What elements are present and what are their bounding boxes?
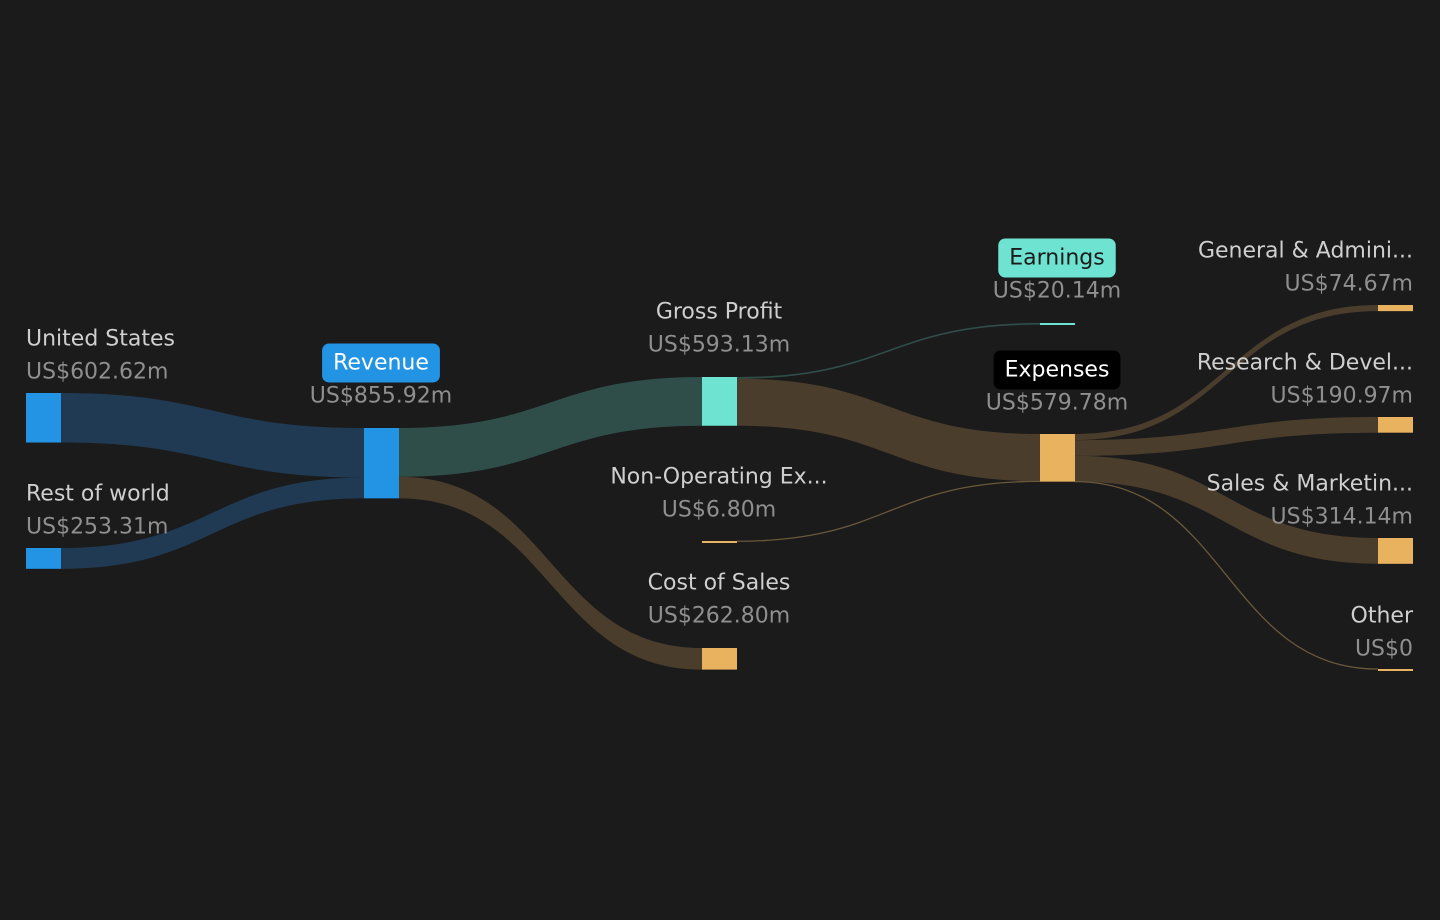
node-expenses[interactable]: [1040, 434, 1075, 482]
link-non_operating-to-expenses: [736, 480, 1041, 542]
node-non_operating[interactable]: [702, 541, 737, 543]
node-value-gross_profit: US$593.13m: [648, 333, 790, 358]
node-name-non_operating: Non-Operating Ex...: [610, 465, 827, 490]
node-name-other: Other: [1351, 604, 1414, 629]
node-value-other: US$0: [1355, 637, 1413, 662]
node-value-sales_marketing: US$314.14m: [1271, 505, 1413, 530]
node-label-sales_marketing: Sales & Marketin... US$314.14m: [1207, 472, 1413, 530]
node-us[interactable]: [26, 393, 61, 443]
node-earnings[interactable]: [1040, 323, 1075, 325]
node-value-non_operating: US$6.80m: [662, 498, 776, 523]
link-expenses-to-research: [1075, 417, 1378, 456]
node-name-gross_profit: Gross Profit: [656, 300, 783, 325]
node-cost_of_sales[interactable]: [702, 648, 737, 670]
earnings-pill: [998, 238, 1116, 278]
node-value-us: US$602.62m: [26, 360, 168, 385]
link-expenses-to-gen_admin: [1075, 305, 1378, 441]
node-value-earnings: US$20.14m: [993, 279, 1121, 304]
node-row[interactable]: [26, 548, 61, 569]
node-label-research: Research & Devel... US$190.97m: [1197, 351, 1413, 409]
link-expenses-to-sales_marketing: [1075, 455, 1378, 564]
node-label-gen_admin: General & Admini... US$74.67m: [1198, 239, 1413, 297]
link-row-to-revenue: [61, 477, 364, 569]
node-value-expenses: US$579.78m: [986, 391, 1128, 416]
link-gross_profit-to-earnings: [737, 323, 1040, 379]
node-gen_admin[interactable]: [1378, 305, 1413, 312]
nodes-layer: [26, 305, 1413, 671]
expenses-pill: [993, 350, 1121, 390]
node-research[interactable]: [1378, 417, 1413, 433]
node-name-earnings: Earnings: [1009, 246, 1104, 271]
node-value-gen_admin: US$74.67m: [1285, 272, 1413, 297]
node-value-research: US$190.97m: [1271, 384, 1413, 409]
links-layer: [61, 305, 1379, 670]
node-name-expenses: Expenses: [1005, 358, 1110, 383]
link-expenses-to-other: [1074, 481, 1379, 670]
link-revenue-to-cost_of_sales: [399, 476, 702, 670]
node-label-non_operating: Non-Operating Ex... US$6.80m: [610, 465, 827, 523]
node-name-research: Research & Devel...: [1197, 351, 1413, 376]
node-value-revenue: US$855.92m: [310, 384, 452, 409]
node-sales_marketing[interactable]: [1378, 538, 1413, 564]
revenue-pill: [322, 343, 440, 383]
node-name-revenue: Revenue: [333, 351, 429, 376]
node-gross_profit[interactable]: [702, 377, 737, 426]
link-us-to-revenue: [61, 393, 364, 478]
node-value-row: US$253.31m: [26, 515, 168, 540]
node-name-gen_admin: General & Admini...: [1198, 239, 1413, 264]
node-value-cost_of_sales: US$262.80m: [648, 604, 790, 629]
link-gross_profit-to-expenses: [737, 378, 1040, 482]
node-revenue[interactable]: [364, 428, 399, 499]
node-name-cost_of_sales: Cost of Sales: [648, 571, 791, 596]
node-name-row: Rest of world: [26, 482, 170, 507]
node-name-sales_marketing: Sales & Marketin...: [1207, 472, 1413, 497]
link-revenue-to-gross_profit: [399, 377, 702, 477]
node-other[interactable]: [1378, 669, 1413, 671]
node-name-us: United States: [26, 327, 175, 352]
